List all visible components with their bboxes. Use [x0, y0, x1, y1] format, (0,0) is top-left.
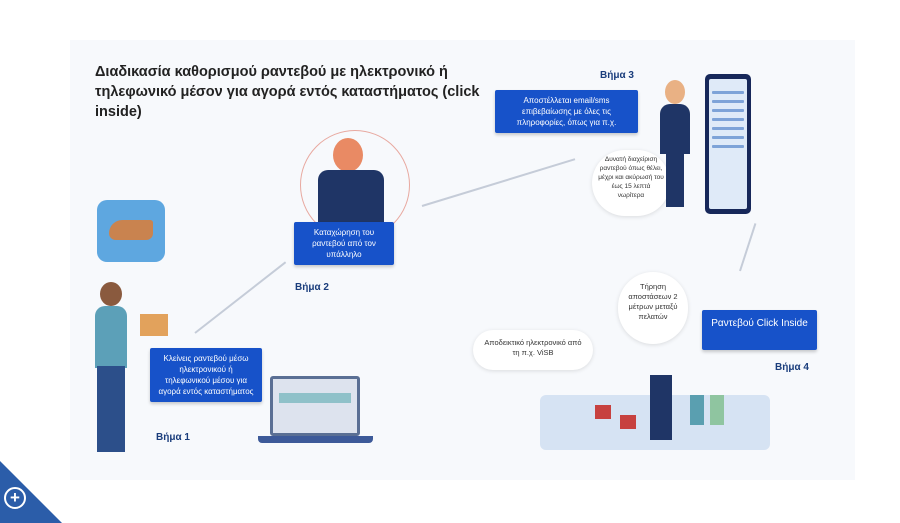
- store-illustration: [540, 375, 770, 450]
- laptop-illustration: [270, 376, 360, 436]
- phone-illustration: [705, 74, 751, 214]
- step4-bubble-left: Αποδεικτικό ηλεκτρονικό από τη π.χ. ViSB: [473, 330, 593, 370]
- step1-label: Βήμα 1: [156, 432, 190, 443]
- step3-bubble: Δυνατή διαχείριση ραντεβού όπως θέλει, μ…: [592, 150, 670, 216]
- step2-label: Βήμα 2: [295, 282, 329, 293]
- shoe-product-icon: [97, 200, 165, 262]
- step3-box: Αποστέλλεται email/sms επιβεβαίωσης με ό…: [495, 90, 638, 133]
- step4-label: Βήμα 4: [775, 362, 809, 373]
- step4-box: Ραντεβού Click Inside: [702, 310, 817, 350]
- page-title: Διαδικασία καθορισμού ραντεβού με ηλεκτρ…: [95, 64, 480, 120]
- step4-bubble-top: Τήρηση αποστάσεων 2 μέτρων μεταξύ πελατώ…: [618, 272, 688, 344]
- zoom-plus-icon[interactable]: +: [4, 487, 26, 509]
- step1-box: Κλείνεις ραντεβού μέσω ηλεκτρονικού ή τη…: [150, 348, 262, 402]
- step2-box: Καταχώρηση του ραντεβού από τον υπάλληλο: [294, 222, 394, 265]
- laptop-base: [258, 436, 373, 443]
- step3-label: Βήμα 3: [600, 70, 634, 81]
